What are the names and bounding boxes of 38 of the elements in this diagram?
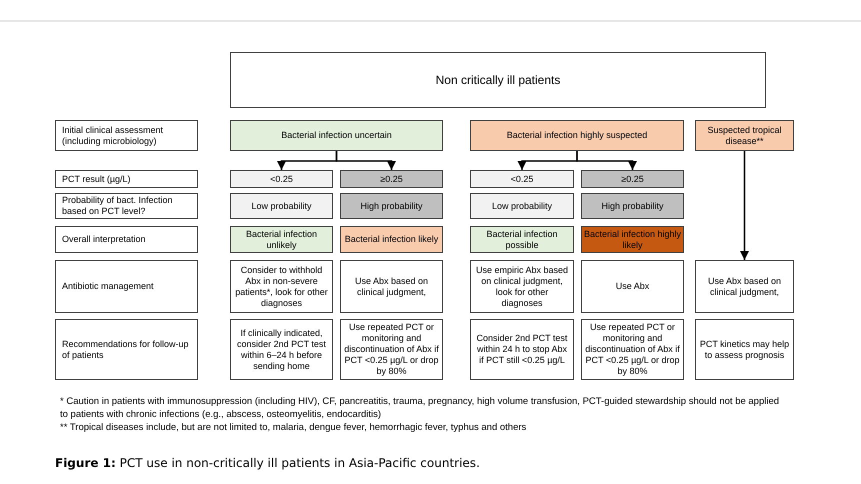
process-box: ≥0.25	[340, 170, 443, 188]
process-box: Bacterial infection highly likely	[581, 226, 684, 253]
process-box: <0.25	[470, 170, 574, 188]
process-box: Bacterial infection likely	[340, 226, 443, 253]
process-box: High probability	[340, 193, 443, 219]
process-box: Bacterial infection uncertain	[230, 120, 443, 151]
recommendation-box: PCT kinetics may help to assess prognosis	[695, 319, 794, 380]
row-label-box: Probability of bact. Infection based on PCT level?	[55, 193, 198, 219]
process-box: High probability	[581, 193, 684, 219]
recommendation-box: Use repeated PCT or monitoring and discontinuation of Abx if PCT <0.25 µg/L or drop by 80%	[340, 319, 443, 380]
recommendation-box: Use empiric Abx based on clinical judgment, look for other diagnoses	[470, 260, 574, 313]
process-box: Bacterial infection possible	[470, 226, 574, 253]
process-box: Bacterial infection highly suspected	[470, 120, 684, 151]
row-label-box: Initial clinical assessment (including microbiology)	[55, 120, 198, 151]
recommendation-box: If clinically indicated, consider 2nd PCT test within 6–24 h before sending home	[230, 319, 333, 380]
arrow	[336, 151, 396, 170]
process-box: <0.25	[230, 170, 333, 188]
footnote: * Caution in patients with immunosuppression (including HIV), CF, pancreatitis, trauma, pregnancy, high volume transfusion, PCT-guided stewardship should not be applied to patients with chronic infections (e.g., abscess, osteomyelitis, endocarditis)	[60, 395, 780, 421]
row-label-box: Recommendations for follow-up of patients	[55, 319, 198, 380]
arrow	[576, 151, 637, 170]
figure-caption: Figure 1: PCT use in non-critically ill patients in Asia-Pacific countries.	[55, 455, 480, 472]
process-box: Suspected tropical disease**	[695, 120, 794, 151]
process-box: Low probability	[470, 193, 574, 219]
row-label-box: Antibiotic management	[55, 260, 198, 313]
header-box: Non critically ill patients	[230, 52, 766, 108]
arrow	[740, 151, 749, 260]
process-box: Low probability	[230, 193, 333, 219]
row-label-box: Overall interpretation	[55, 226, 198, 253]
process-box: Bacterial infection unlikely	[230, 226, 333, 253]
row-label-box: PCT result (µg/L)	[55, 170, 198, 188]
process-box: ≥0.25	[581, 170, 684, 188]
recommendation-box: Use Abx based on clinical judgment,	[695, 260, 794, 313]
recommendation-box: Consider to withhold Abx in non-severe patients*, look for other diagnoses	[230, 260, 333, 313]
recommendation-box: Use Abx based on clinical judgment,	[340, 260, 443, 313]
recommendation-box: Use Abx	[581, 260, 684, 313]
recommendation-box: Consider 2nd PCT test within 24 h to stop Abx if PCT still <0.25 µg/L	[470, 319, 574, 380]
footnote: ** Tropical diseases include, but are not limited to, malaria, dengue fever, hemorrhagic fever, typhus and others	[60, 421, 528, 434]
recommendation-box: Use repeated PCT or monitoring and discontinuation of Abx if PCT <0.25 µg/L or drop by 80%	[581, 319, 684, 380]
